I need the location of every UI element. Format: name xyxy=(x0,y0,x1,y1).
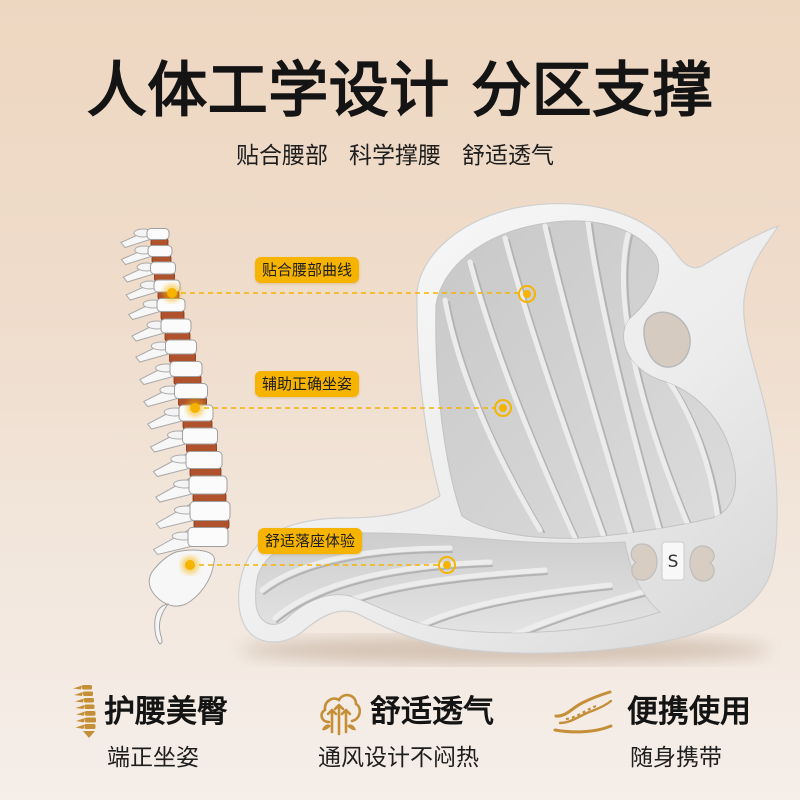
subtitle-item: 科学撑腰 xyxy=(349,143,441,169)
handle-hole xyxy=(643,311,691,368)
coccyx xyxy=(154,603,170,645)
backrest-ribs xyxy=(442,220,723,539)
marker-ring xyxy=(494,399,512,417)
vertebra-body xyxy=(185,451,223,469)
callout-posture: 辅助正确坐姿 xyxy=(255,371,360,397)
spine-icon xyxy=(73,685,96,738)
seat-cushion: S xyxy=(238,203,780,664)
subtitle-item: 舒适透气 xyxy=(462,143,554,169)
marker-dot xyxy=(499,404,507,412)
marker-dot xyxy=(167,288,177,298)
feature-title: 便携使用 xyxy=(627,694,751,730)
marker-ring xyxy=(438,556,456,574)
cushion-markers xyxy=(438,285,536,574)
marker-dot xyxy=(523,290,531,298)
vertebra-body xyxy=(174,383,208,399)
vertebra-body xyxy=(188,475,228,495)
callout-lumbar-curve: 贴合腰部曲线 xyxy=(255,257,360,283)
feature-item: 护腰美臀 端正坐姿 xyxy=(60,680,250,780)
vertebra-body xyxy=(189,501,231,521)
callout-seating: 舒适落座体验 xyxy=(258,528,363,554)
feature-subtitle: 通风设计不闷热 xyxy=(318,745,479,771)
vertebra-body xyxy=(150,261,176,275)
page-title: 人体工学设计 分区支撑 xyxy=(86,56,714,126)
vertebra-body xyxy=(182,427,218,445)
size-label: S xyxy=(668,552,679,572)
marker-dot xyxy=(185,560,195,570)
size-tag xyxy=(661,541,685,581)
spine-illustration xyxy=(120,228,231,556)
vertebra-body xyxy=(160,318,192,334)
seat-ribs xyxy=(259,545,653,633)
sacrum xyxy=(148,549,215,607)
feature-title: 舒适透气 xyxy=(370,694,494,730)
marker-dot xyxy=(190,403,200,413)
marker-ring xyxy=(518,285,536,303)
spine-markers xyxy=(163,284,204,574)
feature-item: 便携使用 随身携带 xyxy=(548,680,763,780)
vertebra-body xyxy=(146,228,170,240)
feature-title: 护腰美臀 xyxy=(104,694,228,730)
vent-cutout-left xyxy=(630,543,658,581)
marker-dot xyxy=(443,561,451,569)
subtitle: 贴合腰部 科学撑腰 舒适透气 xyxy=(0,141,790,171)
feature-subtitle: 随身携带 xyxy=(630,745,722,771)
vertebra-body xyxy=(165,339,197,355)
breathable-airflow-icon xyxy=(320,693,362,736)
subtitle-item: 贴合腰部 xyxy=(236,143,328,169)
callout-lines xyxy=(172,292,519,566)
vertebra-body xyxy=(169,361,203,377)
vertebra-body xyxy=(147,245,173,257)
feature-subtitle: 端正坐姿 xyxy=(107,745,199,771)
vent-cutout-right xyxy=(689,545,715,582)
portable-cushion-icon xyxy=(553,690,613,734)
vertebra-body xyxy=(187,527,229,547)
feature-item: 舒适透气 通风设计不闷热 xyxy=(310,680,510,780)
